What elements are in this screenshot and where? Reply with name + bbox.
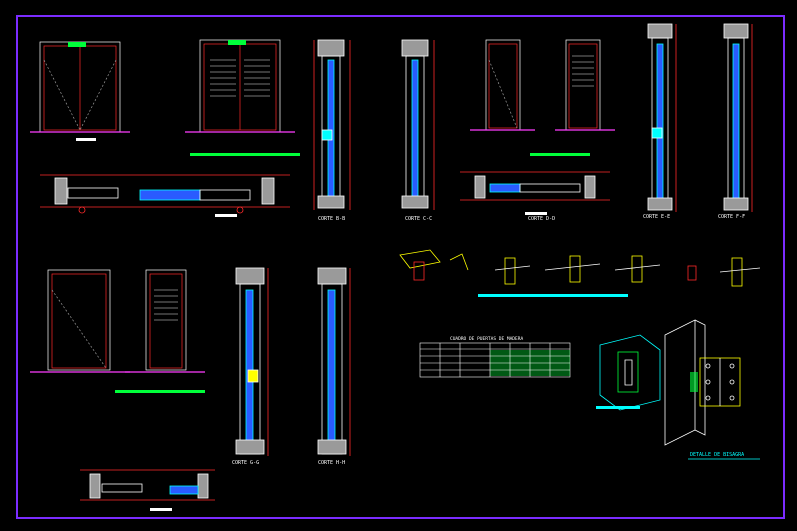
- vertical-section-h: [317, 267, 351, 456]
- section-label-g: CORTE G-G: [232, 460, 259, 466]
- door-plan-section-3: [80, 469, 215, 511]
- door-elevation-1: [30, 41, 130, 141]
- section-label-c: CORTE C-C: [405, 216, 432, 222]
- vertical-section-b: [313, 39, 351, 210]
- door-elevation-5: [30, 269, 130, 373]
- section-label-b: CORTE B-B: [318, 216, 345, 222]
- door-elevation-6: [115, 269, 205, 393]
- hardware-details-row: [399, 249, 761, 297]
- section-labels-top: CORTE B-B CORTE C-C CORTE D-D CORTE E-E …: [318, 214, 745, 222]
- door-elevation-4: [530, 39, 615, 156]
- table-title: CUADRO DE PUERTAS DE MADERA: [450, 336, 523, 342]
- vertical-section-g: [235, 267, 269, 456]
- section-label-e: CORTE E-E: [643, 214, 670, 220]
- section-label-h: CORTE H-H: [318, 460, 345, 466]
- vertical-section-e: [647, 23, 677, 212]
- section-label-f: CORTE F-F: [718, 214, 745, 220]
- door-elevation-2: [185, 39, 300, 156]
- door-schedule-table: CUADRO DE PUERTAS DE MADERA: [419, 336, 571, 378]
- hinge-detail-large: DETALLE DE BISAGRA: [664, 319, 760, 460]
- section-label-d: CORTE D-D: [528, 216, 555, 222]
- door-plan-section-2: [460, 171, 610, 215]
- door-plan-section-1: [40, 174, 290, 217]
- door-elevation-3: [470, 39, 535, 131]
- sheet-border: [16, 15, 785, 519]
- iso-hinge-detail-small: [596, 334, 661, 411]
- vertical-section-f: [723, 23, 753, 212]
- section-labels-bottom: CORTE G-G CORTE H-H: [232, 460, 345, 466]
- vertical-section-c: [401, 39, 435, 210]
- hinge-detail-title: DETALLE DE BISAGRA: [690, 452, 744, 458]
